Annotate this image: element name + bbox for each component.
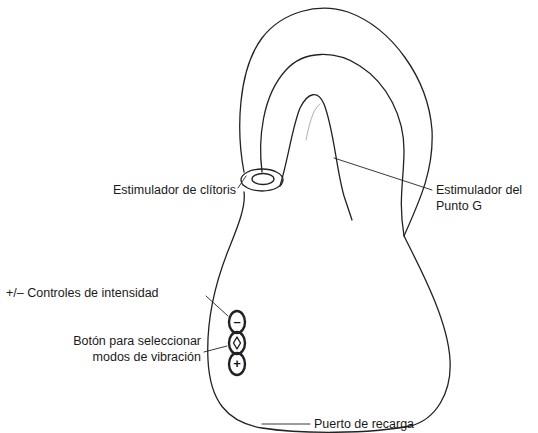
part-label: Estimulador de clítoris xyxy=(40,182,236,198)
control-buttons xyxy=(229,311,245,375)
button-symbol: + xyxy=(230,357,244,370)
mode-diamond xyxy=(234,337,241,349)
part-label: Estimulador del Punto G xyxy=(436,182,536,214)
gspot-arm xyxy=(280,95,352,220)
clit-stimulator-rim xyxy=(241,169,283,191)
part-label: Puerto de recarga xyxy=(314,416,514,432)
gspot-inner-edge xyxy=(261,54,404,236)
leader-lines xyxy=(204,158,432,424)
part-label: +/– Controles de intensidad xyxy=(6,285,204,301)
clit-stimulator-mouth xyxy=(252,174,274,185)
gspot-shade xyxy=(306,104,320,140)
button-symbol: – xyxy=(230,315,244,328)
part-label: Botón para seleccionar modos de vibració… xyxy=(40,333,201,365)
device-outline xyxy=(208,8,450,432)
